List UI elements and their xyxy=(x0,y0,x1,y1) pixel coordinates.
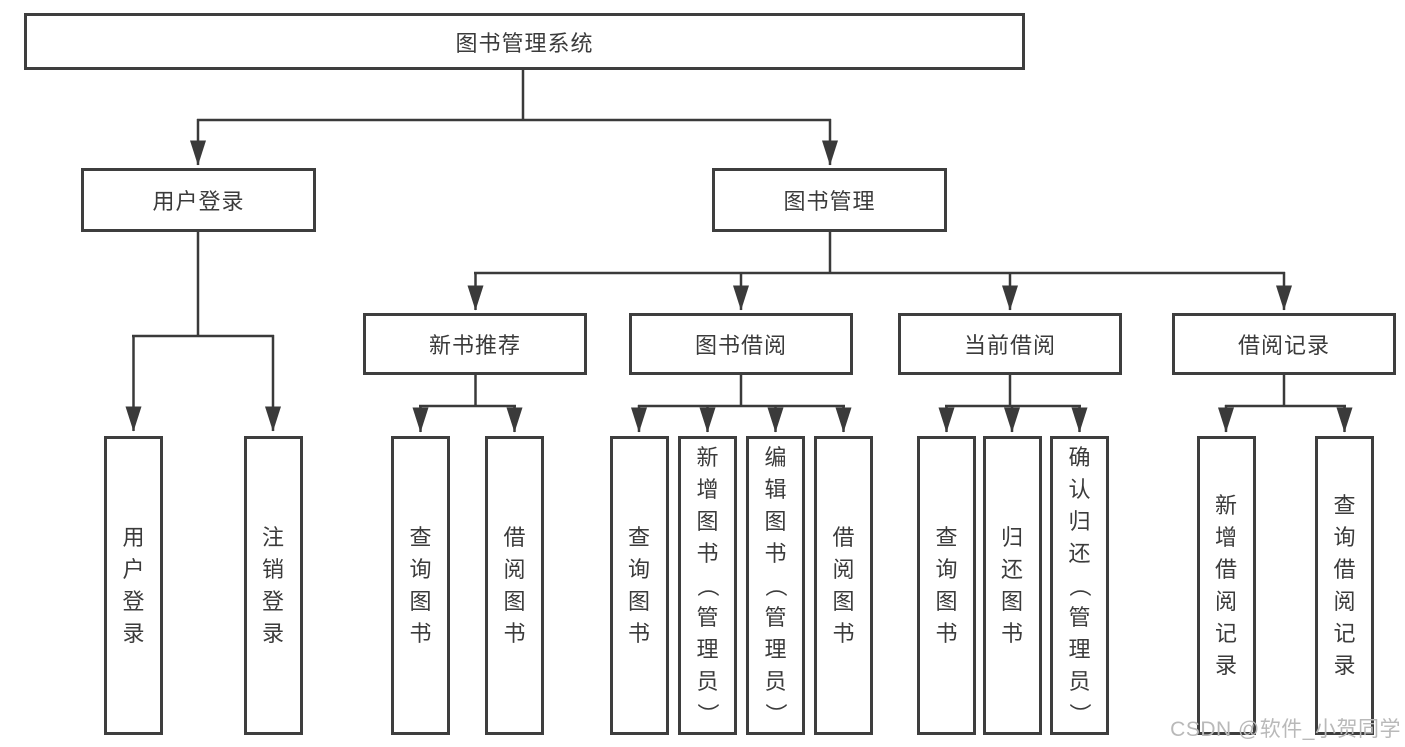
node-root-system: 图书管理系统 xyxy=(24,13,1025,70)
node-leaf-query-books-recommend: 查询图书 xyxy=(391,436,450,735)
node-leaf-add-book-admin: 新增图书（管理员） xyxy=(678,436,737,735)
node-leaf-logout: 注销登录 xyxy=(243,436,303,735)
node-borrow-record: 借阅记录 xyxy=(1172,313,1396,375)
node-leaf-query-books-current: 查询图书 xyxy=(917,436,976,735)
node-leaf-borrow-books-recommend: 借阅图书 xyxy=(485,436,544,735)
node-book-borrow: 图书借阅 xyxy=(629,313,853,375)
node-leaf-user-login: 用户登录 xyxy=(104,436,163,735)
node-leaf-query-borrow-record: 查询借阅记录 xyxy=(1315,436,1374,735)
watermark: CSDN @软件_小贺同学 xyxy=(1170,718,1401,741)
node-leaf-return-book: 归还图书 xyxy=(982,436,1042,735)
node-leaf-confirm-return-admin: 确认归还（管理员） xyxy=(1050,436,1109,735)
node-leaf-add-borrow-record: 新增借阅记录 xyxy=(1196,436,1256,735)
node-new-book-recommend: 新书推荐 xyxy=(363,313,587,375)
node-book-management: 图书管理 xyxy=(712,168,947,232)
node-leaf-edit-book-admin: 编辑图书（管理员） xyxy=(746,436,805,735)
node-leaf-query-books-borrow: 查询图书 xyxy=(609,436,669,735)
node-user-login: 用户登录 xyxy=(81,168,316,232)
node-leaf-borrow-books: 借阅图书 xyxy=(814,436,873,735)
node-current-borrow: 当前借阅 xyxy=(898,313,1122,375)
